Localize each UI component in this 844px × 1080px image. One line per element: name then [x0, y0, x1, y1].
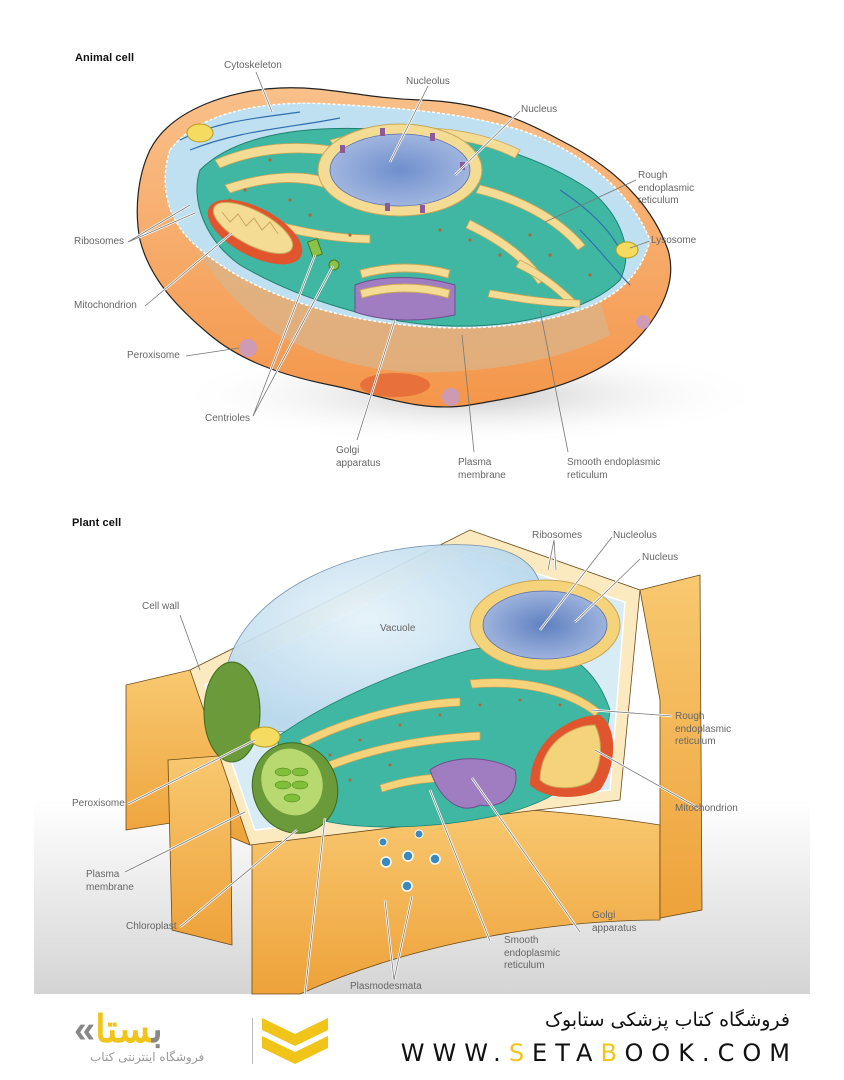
peroxisome-shape	[239, 339, 257, 357]
plant-leader-lines	[124, 536, 701, 995]
chloroplast-back	[203, 661, 261, 763]
label-smooth-er: Smooth endoplasmic reticulum	[504, 935, 561, 971]
golgi-apparatus-shape	[429, 758, 517, 809]
store-url[interactable]: WWW.SETABOOK.COM	[401, 1039, 798, 1067]
chloroplast-shape	[251, 742, 339, 834]
store-name: فروشگاه کتاب پزشکی ستابوک	[544, 1009, 790, 1031]
logo-wordmark-gray: «ب	[74, 1009, 165, 1051]
label-plasma-membrane: Plasma membrane	[458, 457, 506, 481]
label-chloroplast: Chloroplast	[126, 921, 177, 932]
label-ribosomes: Ribosomes	[532, 530, 583, 541]
logo-subtitle: فروشگاه اینترنتی کتاب	[90, 1050, 205, 1064]
label-nucleolus: Nucleolus	[613, 530, 657, 541]
plant-cell-title: Plant cell	[72, 517, 122, 529]
logo-divider	[252, 1018, 253, 1064]
logo-wordmark-yellow: ستا	[95, 1009, 154, 1051]
peroxisome-shape-2	[442, 388, 460, 406]
label-nucleus: Nucleus	[521, 104, 558, 115]
nucleus-interior	[329, 133, 471, 207]
peroxisome-shape	[249, 726, 281, 748]
mitochondrion-shape	[207, 199, 303, 265]
label-plasma-membrane: Plasma membrane	[86, 869, 134, 893]
label-plasmodesmata: Plasmodesmata	[350, 981, 422, 992]
ribosome-dots	[328, 698, 562, 782]
plasmodesmata-shapes	[378, 829, 441, 892]
url-part: WWW.	[400, 1039, 509, 1067]
logo-wordmark: «بستا	[74, 1009, 165, 1051]
animal-leader-lines	[127, 71, 651, 453]
url-part: ETA	[532, 1039, 601, 1067]
publisher-footer: «بستا فروشگاه اینترنتی کتاب فروشگاه کتاب…	[0, 995, 844, 1080]
label-golgi: Golgi apparatus	[336, 445, 381, 469]
label-rough-er: Rough endoplasmic reticulum	[675, 711, 732, 747]
lysosome-right	[615, 241, 639, 259]
cytosol-cut-region	[185, 230, 610, 373]
peroxisome-shape-3	[636, 315, 650, 329]
label-golgi: Golgi apparatus	[592, 910, 637, 934]
label-smooth-er: Smooth endoplasmic reticulum	[567, 457, 661, 481]
label-mitochondrion: Mitochondrion	[675, 803, 738, 814]
url-highlight-s: S	[508, 1039, 533, 1067]
setabook-logo: «بستا فروشگاه اینترنتی کتاب	[70, 1010, 340, 1070]
plant-cell-panel: Plant cell	[0, 500, 844, 1000]
animal-cell-illustration	[127, 71, 770, 453]
animal-cell-title: Animal cell	[75, 52, 135, 64]
label-vacuole: Vacuole	[380, 623, 416, 634]
mitochondrion-shape	[530, 715, 614, 797]
label-nucleus: Nucleus	[642, 552, 679, 563]
label-peroxisome: Peroxisome	[127, 350, 180, 361]
label-peroxisome: Peroxisome	[72, 798, 125, 809]
label-centrioles: Centrioles	[205, 413, 251, 424]
label-nucleolus: Nucleolus	[406, 76, 450, 87]
url-part: OOK.COM	[624, 1039, 798, 1067]
label-mitochondrion: Mitochondrion	[74, 300, 137, 311]
label-ribosomes: Ribosomes	[74, 236, 125, 247]
label-cytoskeleton: Cytoskeleton	[224, 60, 282, 71]
animal-cell-panel: Animal cell	[0, 0, 844, 500]
centrioles-shape	[306, 238, 340, 271]
chevron-logo-icon	[262, 1018, 328, 1064]
label-rough-er: Rough endoplasmic reticulum	[638, 170, 695, 206]
label-lysosome: Lysosome	[651, 235, 697, 246]
url-highlight-b: B	[600, 1039, 625, 1067]
ribosome-dots	[228, 158, 592, 277]
label-cell-wall: Cell wall	[142, 601, 180, 612]
plant-cell-illustration	[34, 529, 810, 995]
lysosome-left	[186, 123, 214, 143]
golgi-apparatus-shape	[354, 263, 456, 321]
